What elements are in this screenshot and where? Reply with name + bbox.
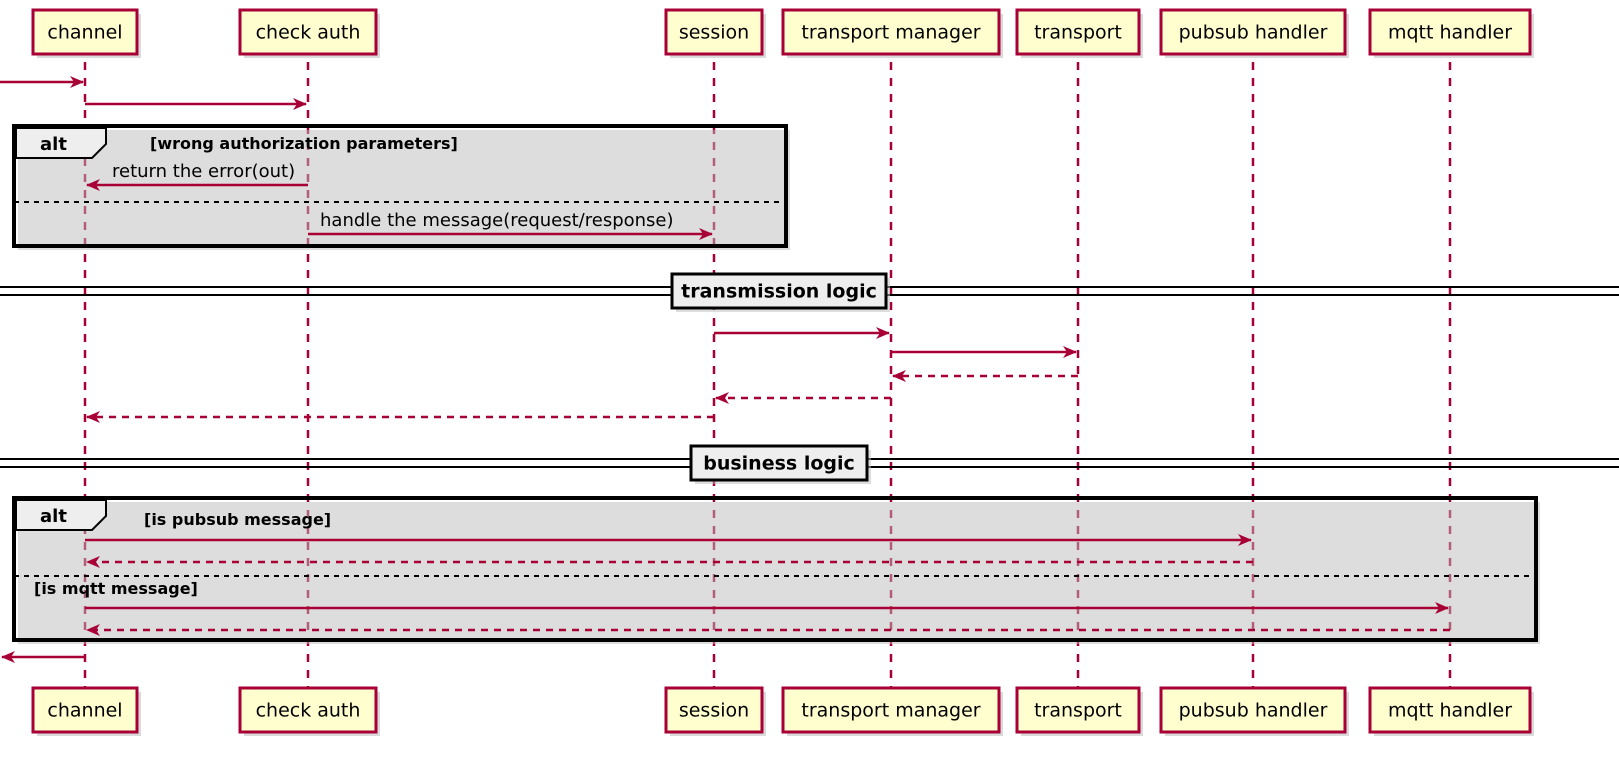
divider-divider-business: business logic	[0, 444, 1619, 484]
participant-transport-manager-top[interactable]: transport manager	[781, 8, 1003, 58]
message-msg-return-error[interactable]: return the error(out)	[86, 161, 308, 191]
participant-pubsub-handler-bottom[interactable]: pubsub handler	[1159, 686, 1349, 736]
participant-channel-bottom[interactable]: channel	[31, 686, 141, 736]
participant-label-session: session	[679, 700, 749, 722]
participant-pubsub-handler-top[interactable]: pubsub handler	[1159, 8, 1349, 58]
participant-label-check-auth: check auth	[256, 700, 361, 722]
participant-label-transport: transport	[1034, 700, 1122, 722]
participants-bottom-layer: channel check auth session transport manage…	[31, 686, 1534, 736]
divider-label-divider-transmission: transmission logic	[681, 281, 877, 303]
dividers-layer: transmission logic business logic	[0, 272, 1619, 484]
fragment-alt-business: alt [is pubsub message] [is mqtt message]	[12, 496, 1540, 644]
divider-label-divider-business: business logic	[703, 453, 855, 475]
participant-label-transport-manager: transport manager	[801, 700, 980, 722]
fragment-guard-alt-business-1: [is mqtt message]	[34, 579, 198, 598]
participant-check-auth-top[interactable]: check auth	[238, 8, 380, 58]
participant-check-auth-bottom[interactable]: check auth	[238, 686, 380, 736]
participant-transport-bottom[interactable]: transport	[1015, 686, 1143, 736]
participant-label-mqtt-handler: mqtt handler	[1388, 22, 1512, 44]
message-label-msg-handle-message: handle the message(request/response)	[320, 210, 674, 231]
participant-label-pubsub-handler: pubsub handler	[1179, 22, 1328, 44]
participant-label-transport-manager: transport manager	[801, 22, 980, 44]
message-msg-handle-message[interactable]: handle the message(request/response)	[308, 210, 713, 240]
participant-session-bottom[interactable]: session	[664, 686, 766, 736]
fragment-operator-alt-auth: alt	[40, 134, 67, 155]
participant-mqtt-handler-bottom[interactable]: mqtt handler	[1368, 686, 1534, 736]
fragment-header-alt-auth	[15, 127, 107, 159]
participant-session-top[interactable]: session	[664, 8, 766, 58]
participant-mqtt-handler-top[interactable]: mqtt handler	[1368, 8, 1534, 58]
messages-layer: return the error(out) handle the message(…	[0, 76, 1450, 663]
participant-channel-top[interactable]: channel	[31, 8, 141, 58]
participant-label-session: session	[679, 22, 749, 44]
participant-label-check-auth: check auth	[256, 22, 361, 44]
fragment-operator-alt-business: alt	[40, 506, 67, 527]
fragments-layer: alt [wrong authorization parameters] alt [i…	[12, 124, 1540, 644]
participant-label-channel: channel	[47, 700, 122, 722]
divider-divider-transmission: transmission logic	[0, 272, 1619, 312]
fragment-guard-alt-auth-0: [wrong authorization parameters]	[150, 134, 458, 153]
fragment-header-alt-business	[15, 499, 107, 531]
participant-transport-manager-bottom[interactable]: transport manager	[781, 686, 1003, 736]
participant-label-channel: channel	[47, 22, 122, 44]
fragment-alt-auth: alt [wrong authorization parameters]	[12, 124, 790, 250]
participant-label-pubsub-handler: pubsub handler	[1179, 700, 1328, 722]
message-label-msg-return-error: return the error(out)	[112, 161, 295, 182]
participants-top-layer: channel check auth session transport manage…	[31, 8, 1534, 58]
participant-label-mqtt-handler: mqtt handler	[1388, 700, 1512, 722]
participant-label-transport: transport	[1034, 22, 1122, 44]
participant-transport-top[interactable]: transport	[1015, 8, 1143, 58]
fragment-guard-alt-business-0: [is pubsub message]	[144, 510, 331, 529]
